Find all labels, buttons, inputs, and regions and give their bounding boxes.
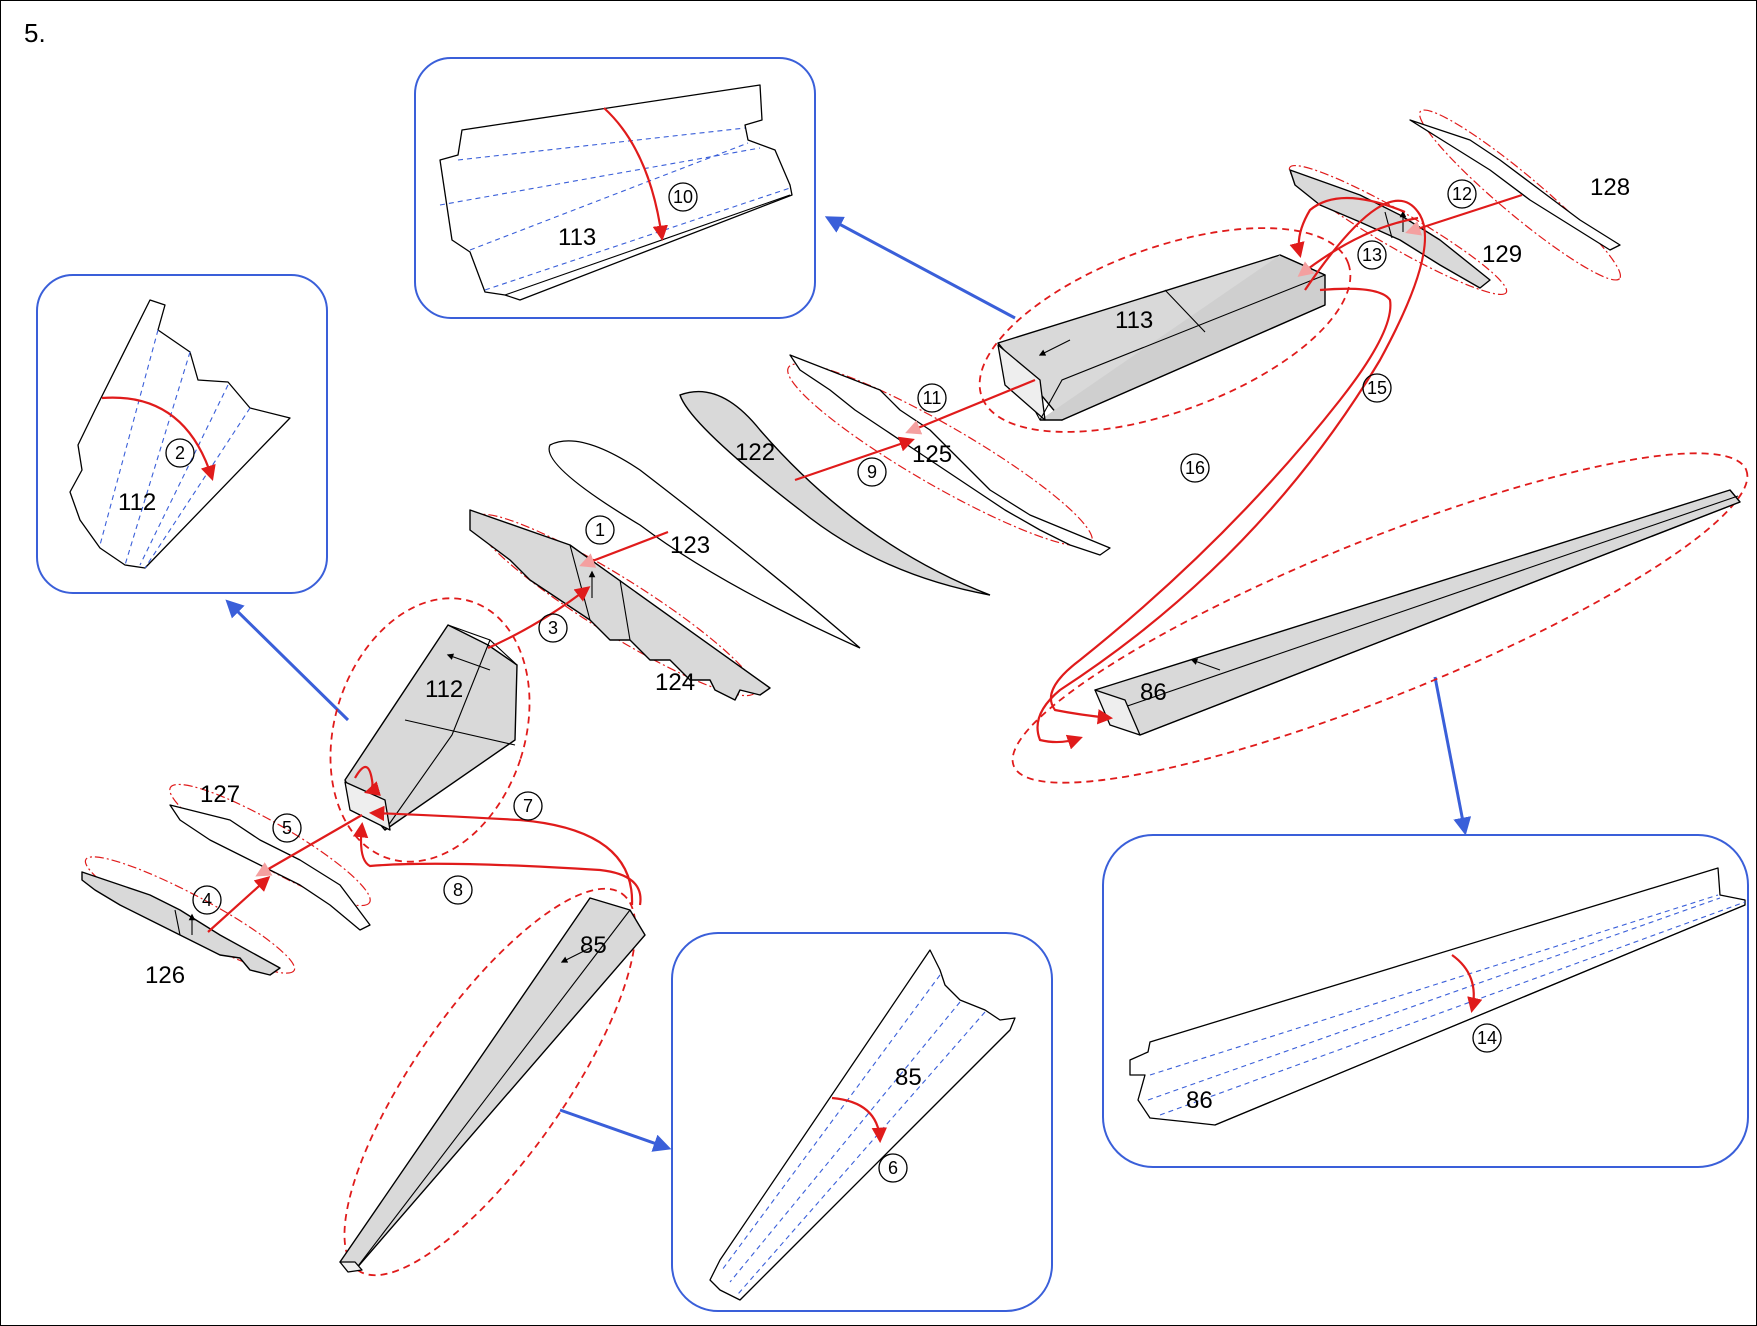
part-85: 85 xyxy=(339,887,646,1277)
label-85-detail: 85 xyxy=(895,1064,922,1091)
step-7-marker: 7 xyxy=(513,791,543,821)
step-11-marker: 11 xyxy=(917,383,947,413)
step-5-marker: 5 xyxy=(272,813,302,843)
svg-text:16: 16 xyxy=(1185,458,1205,478)
svg-text:1: 1 xyxy=(595,520,605,540)
svg-text:8: 8 xyxy=(453,880,463,900)
step-12-marker: 12 xyxy=(1447,179,1477,209)
detail-box-86: 86 14 xyxy=(1102,834,1749,1168)
svg-text:9: 9 xyxy=(867,462,877,482)
svg-text:13: 13 xyxy=(1362,245,1382,265)
label-126: 126 xyxy=(145,962,185,989)
label-129: 129 xyxy=(1482,241,1522,268)
label-122: 122 xyxy=(735,439,775,466)
label-128: 128 xyxy=(1590,174,1630,201)
svg-text:12: 12 xyxy=(1452,184,1472,204)
step-6-marker: 6 xyxy=(878,1153,908,1183)
label-112-detail: 112 xyxy=(118,489,156,516)
label-113-detail: 113 xyxy=(558,224,596,251)
label-86-detail: 86 xyxy=(1186,1087,1213,1114)
callout-arrow-113 xyxy=(824,216,1016,320)
svg-text:6: 6 xyxy=(888,1158,898,1178)
step-1-marker: 1 xyxy=(585,515,615,545)
step-14-marker: 14 xyxy=(1472,1023,1502,1053)
step-3-marker: 3 xyxy=(538,613,568,643)
svg-text:3: 3 xyxy=(548,618,558,638)
step-10-marker: 10 xyxy=(668,182,698,212)
label-113: 113 xyxy=(1115,307,1153,334)
part-125: 125 xyxy=(787,354,1111,556)
part-113: 113 xyxy=(978,227,1352,433)
step-2-marker: 2 xyxy=(165,438,195,468)
part-129: 129 xyxy=(1288,164,1522,296)
callout-arrow-86 xyxy=(1433,676,1472,836)
detail-box-113: 113 10 xyxy=(414,57,816,319)
svg-text:10: 10 xyxy=(673,187,693,207)
step-label: 5. xyxy=(24,18,46,48)
assembly-arrows xyxy=(207,193,1523,933)
svg-text:7: 7 xyxy=(523,796,533,816)
step-15-marker: 15 xyxy=(1362,373,1392,403)
part-124: 124 xyxy=(469,509,771,701)
step-13-marker: 13 xyxy=(1357,240,1387,270)
label-85: 85 xyxy=(580,932,607,959)
step-16-marker: 16 xyxy=(1180,453,1210,483)
callout-arrow-112 xyxy=(225,599,350,722)
detail-box-85: 85 6 xyxy=(671,932,1053,1312)
svg-text:4: 4 xyxy=(202,890,212,910)
part-123: 123 xyxy=(548,440,861,649)
step-8-marker: 8 xyxy=(443,875,473,905)
part-112: 112 xyxy=(329,597,531,863)
step-4-marker: 4 xyxy=(192,885,222,915)
svg-text:15: 15 xyxy=(1367,378,1387,398)
svg-text:14: 14 xyxy=(1477,1028,1497,1048)
part-86: 86 xyxy=(1011,452,1749,784)
label-124: 124 xyxy=(655,669,695,696)
svg-text:11: 11 xyxy=(923,388,942,408)
label-112: 112 xyxy=(425,676,463,703)
svg-text:5: 5 xyxy=(282,818,292,838)
detail-box-112: 112 2 xyxy=(36,274,328,594)
part-126: 126 xyxy=(81,856,296,989)
callout-arrow-85 xyxy=(559,1108,672,1152)
label-125: 125 xyxy=(912,441,952,468)
label-86: 86 xyxy=(1140,679,1167,706)
label-127: 127 xyxy=(200,781,240,808)
label-123: 123 xyxy=(670,532,710,559)
svg-text:2: 2 xyxy=(175,443,185,463)
part-122: 122 xyxy=(679,390,991,596)
step-9-marker: 9 xyxy=(857,457,887,487)
